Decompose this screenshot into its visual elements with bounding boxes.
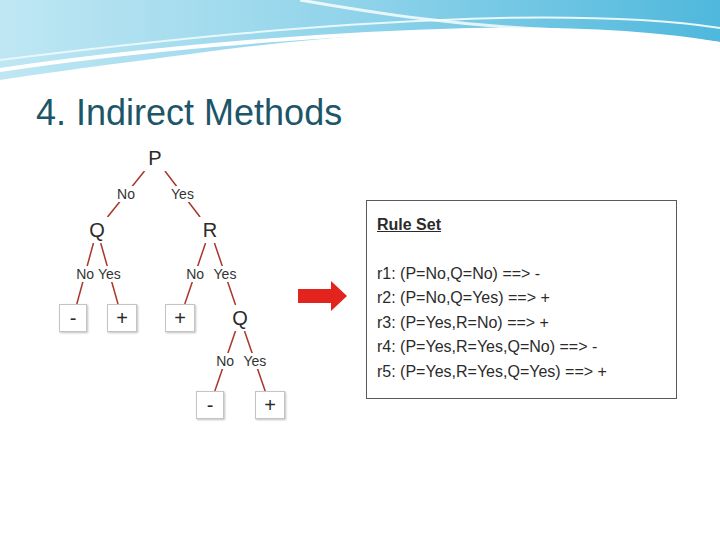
node-label: +: [174, 307, 186, 329]
header-band: [0, 0, 720, 80]
node-label: Q: [232, 307, 248, 329]
branch-label: Yes: [169, 186, 196, 202]
leaf-node: +: [165, 304, 195, 332]
decision-node: P: [142, 145, 168, 171]
tree-branch: [107, 171, 144, 217]
branch-label: No: [184, 266, 206, 282]
branch-label: Yes: [241, 353, 268, 369]
leaf-node: +: [107, 304, 137, 332]
header-swoosh: [0, 18, 720, 60]
leaf-node: +: [255, 391, 285, 419]
leaf-node: -: [59, 304, 87, 332]
rule-text: r5: (P=Yes,R=Yes,Q=Yes) ==> +: [377, 360, 666, 385]
slide-title: 4. Indirect Methods: [36, 92, 342, 134]
rule-text: r4: (P=Yes,R=Yes,Q=No) ==> -: [377, 335, 666, 360]
rule-text: r2: (P=No,Q=Yes) ==> +: [377, 286, 666, 311]
node-label: P: [148, 147, 162, 169]
header-swoosh: [0, 30, 720, 70]
tree-branch: [215, 331, 236, 391]
node-label: -: [68, 307, 78, 329]
decision-node: R: [197, 217, 223, 243]
tree-branch: [185, 243, 206, 304]
rule-text: r1: (P=No,Q=No) ==> -: [377, 262, 666, 287]
node-label: Q: [89, 219, 105, 241]
node-label: +: [116, 307, 128, 329]
rule-text: r3: (P=Yes,R=No) ==> +: [377, 311, 666, 336]
branch-label: No: [74, 266, 96, 282]
leaf-node: -: [196, 391, 224, 419]
transform-arrow: [298, 281, 347, 311]
branch-label: No: [115, 186, 137, 202]
box-heading: Rule Set: [377, 213, 666, 238]
rule-set-box: Rule Set r1: (P=No,Q=No) ==> -r2: (P=No,Q…: [366, 200, 677, 399]
decision-node: Q: [83, 217, 111, 243]
node-label: -: [205, 394, 215, 416]
node-label: +: [264, 394, 276, 416]
node-label: R: [203, 219, 217, 241]
branch-label: Yes: [96, 266, 123, 282]
header-swoosh: [300, 0, 560, 30]
branch-label: Yes: [212, 266, 239, 282]
tree-branch: [165, 171, 200, 217]
branch-label: No: [214, 353, 236, 369]
decision-node: Q: [226, 305, 254, 331]
